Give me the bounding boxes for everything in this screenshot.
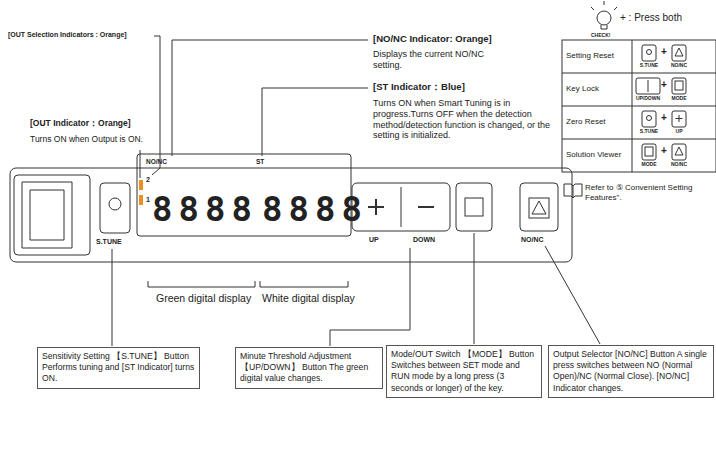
nonc-triangle bbox=[532, 201, 546, 214]
callout-text: Sensitivity Setting 【S.TUNE】 Button Perf… bbox=[42, 351, 195, 385]
digit-display: 8888 bbox=[262, 192, 368, 226]
callout-text: Mode/OUT Switch 【MODE】 Button Switches b… bbox=[391, 349, 537, 394]
callout-box: Sensitivity Setting 【S.TUNE】 Button Perf… bbox=[37, 347, 200, 389]
legend-note: + : Press both bbox=[620, 12, 682, 24]
digit-display: 8888 bbox=[152, 192, 258, 226]
mode-button bbox=[456, 183, 492, 231]
callout-text: Minute Threshold Adjustment 【UP/DOWN】 Bu… bbox=[240, 351, 378, 385]
table-grid bbox=[562, 40, 716, 172]
button-name: DOWN bbox=[413, 236, 435, 244]
plus-sign: + bbox=[661, 46, 667, 58]
out-indicator bbox=[139, 180, 143, 190]
connector bbox=[14, 175, 90, 255]
icon-label: NO/NC bbox=[662, 161, 696, 167]
callout-box: Minute Threshold Adjustment 【UP/DOWN】 Bu… bbox=[235, 347, 383, 389]
indicator-heading: [NO/NC Indicator: Orange] bbox=[373, 33, 492, 44]
button-name: S.TUNE bbox=[96, 238, 122, 246]
button-name: UP bbox=[369, 236, 379, 244]
table-cell: Zero Reset bbox=[566, 117, 630, 127]
reference-note: Refer to ⑤ Convenient Setting Features". bbox=[585, 183, 713, 202]
icon-label: MODE bbox=[662, 95, 696, 101]
indicator-heading: [OUT Indicator：Orange] bbox=[30, 118, 131, 128]
icon-label: UP bbox=[662, 128, 696, 134]
leader-line bbox=[172, 40, 368, 156]
table-cell: Solution Viewer bbox=[566, 150, 630, 160]
check-rays bbox=[591, 1, 617, 29]
leader-line bbox=[152, 36, 160, 175]
bracket bbox=[148, 281, 348, 287]
table-frame bbox=[562, 40, 716, 172]
button-name: NO/NC bbox=[521, 236, 544, 244]
leader-line bbox=[545, 246, 600, 344]
indicator-heading: [ST Indicator：Blue] bbox=[373, 81, 465, 92]
indicator-note: Turns ON when Smart Tuning is in progres… bbox=[373, 98, 558, 141]
table-cell: Key Lock bbox=[566, 84, 630, 94]
icon-label: S.TUNE bbox=[632, 62, 666, 68]
callout-box: Mode/OUT Switch 【MODE】 Button Switches b… bbox=[386, 345, 542, 398]
book-icon bbox=[564, 184, 582, 198]
icon-label: MODE bbox=[632, 161, 666, 167]
indicator-number: 1 bbox=[146, 196, 150, 204]
connector-detail bbox=[22, 182, 72, 248]
indicator-number: 2 bbox=[146, 176, 150, 184]
icon-label: S.TUNE bbox=[632, 128, 666, 134]
indicator-note: Displays the current NO/NC setting. bbox=[373, 49, 513, 71]
leader-line bbox=[112, 249, 113, 346]
stune-dot bbox=[109, 198, 121, 210]
table-cell: Setting Reset bbox=[566, 51, 630, 61]
plus-sign: + bbox=[661, 79, 667, 91]
panel-mark: ST bbox=[256, 158, 264, 166]
check-mark: CHECK! bbox=[591, 32, 610, 38]
icon-label: UP/DOWN bbox=[631, 95, 665, 101]
leader-line bbox=[140, 150, 141, 178]
indicator-heading: [OUT Selection Indicators : Orange] bbox=[8, 31, 127, 39]
indicator-note: Turns ON when Output is ON. bbox=[30, 134, 143, 144]
leader-line bbox=[262, 88, 368, 156]
housing bbox=[10, 168, 572, 262]
icon-label: NO/NC bbox=[662, 62, 696, 68]
display-label: Green digital display bbox=[156, 292, 251, 305]
plus-sign: + bbox=[661, 145, 667, 157]
out-indicator bbox=[139, 195, 143, 205]
leader-line bbox=[474, 233, 475, 344]
panel-mark: NO/NC bbox=[146, 158, 167, 166]
mode-key bbox=[465, 198, 483, 216]
nonc-button bbox=[520, 183, 558, 231]
check-bulb bbox=[597, 11, 611, 25]
stune-button bbox=[100, 183, 130, 233]
callout-text: Output Selector [NO/NC] Button A single … bbox=[553, 349, 709, 394]
plus-sign: + bbox=[661, 112, 667, 124]
callout-box: Output Selector [NO/NC] Button A single … bbox=[548, 345, 714, 398]
display-label: White digital display bbox=[262, 292, 355, 305]
plus-minus bbox=[368, 199, 434, 215]
